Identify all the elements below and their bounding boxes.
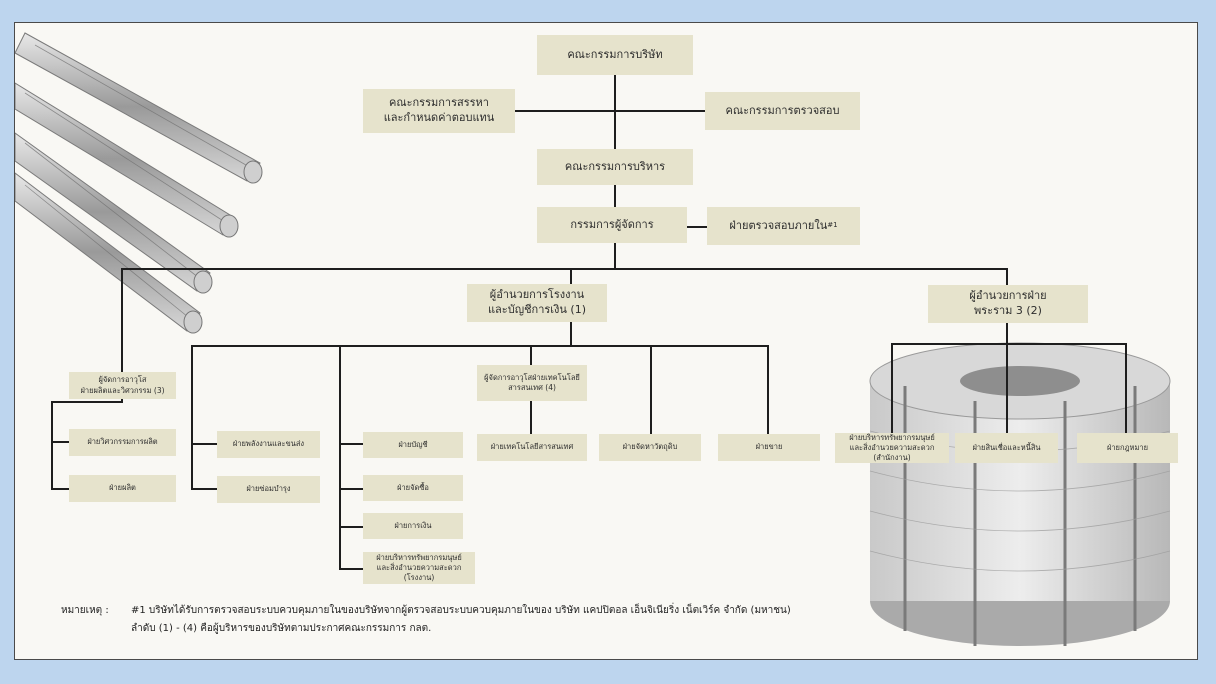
credit-box: ฝ่ายสินเชื่อและหนี้สิน [955, 433, 1058, 463]
audit-committee-box: คณะกรรมการตรวจสอบ [705, 92, 860, 130]
steel-coil-image [869, 342, 1171, 646]
connector-line [1006, 268, 1008, 285]
connector-line [891, 343, 893, 433]
connector-line [51, 441, 69, 443]
connector-line [515, 110, 705, 112]
connector-line [1006, 323, 1008, 345]
internal-audit-label: ฝ่ายตรวจสอบภายใน [729, 218, 828, 232]
hr-office-box: ฝ่ายบริหารทรัพยากรมนุษย์ และสิ่งอำนวยควา… [835, 433, 949, 463]
legal-box: ฝ่ายกฎหมาย [1077, 433, 1178, 463]
finance-box: ฝ่ายการเงิน [363, 513, 463, 539]
connector-line [530, 345, 532, 365]
maintenance-box: ฝ่ายซ่อมบำรุง [217, 476, 320, 503]
connector-line [339, 568, 363, 570]
connector-line [687, 226, 707, 228]
connector-line [614, 243, 616, 270]
connector-line [1006, 343, 1008, 433]
it-box: ฝ่ายเทคโนโลยีสารสนเทศ [477, 434, 587, 461]
connector-line [891, 343, 1126, 345]
sales-box: ฝ่ายขาย [718, 434, 820, 461]
production-box: ฝ่ายผลิต [69, 475, 176, 502]
connector-line [650, 345, 652, 434]
connector-line [51, 401, 53, 490]
note-line-2: ลำดับ (1) - (4) คือผู้บริหารของบริษัทตาม… [131, 623, 432, 634]
internal-audit-mark: #1 [827, 221, 838, 230]
board-box: คณะกรรมการบริษัท [537, 35, 693, 75]
connector-line [767, 345, 769, 434]
procurement-box: ฝ่ายจัดหาวัตถุดิบ [599, 434, 701, 461]
executive-committee-box: คณะกรรมการบริหาร [537, 149, 693, 185]
note-line-1: #1 บริษัทได้รับการตรวจสอบระบบควบคุมภายใน… [131, 605, 791, 616]
connector-line [191, 345, 769, 347]
energy-transport-box: ฝ่ายพลังงานและขนส่ง [217, 431, 320, 458]
rama3-director-box: ผู้อำนวยการฝ่าย พระราม 3 (2) [928, 285, 1088, 323]
connector-line [191, 443, 217, 445]
connector-line [51, 401, 123, 403]
connector-line [121, 268, 1007, 270]
plant-accounting-director-box: ผู้อำนวยการโรงงาน และบัญชีการเงิน (1) [467, 284, 607, 322]
connector-line [51, 488, 69, 490]
managing-director-box: กรรมการผู้จัดการ [537, 207, 687, 243]
internal-audit-box: ฝ่ายตรวจสอบภายใน#1 [707, 207, 860, 245]
org-chart-panel: คณะกรรมการบริษัท คณะกรรมการสรรหา และกำหน… [14, 22, 1198, 660]
nomination-committee-box: คณะกรรมการสรรหา และกำหนดค่าตอบแทน [363, 89, 515, 133]
senior-production-manager-box: ผู้จัดการอาวุโส ฝ่ายผลิตและวิศวกรรม (3) [69, 372, 176, 399]
connector-line [530, 401, 532, 434]
steel-strand-image [15, 32, 263, 334]
accounting-box: ฝ่ายบัญชี [363, 432, 463, 458]
connector-line [339, 488, 363, 490]
senior-it-manager-box: ผู้จัดการอาวุโสฝ่ายเทคโนโลยี สารสนเทศ (4… [477, 365, 587, 401]
connector-line [121, 268, 123, 372]
connector-line [191, 345, 193, 490]
connector-line [614, 75, 616, 149]
connector-line [339, 526, 363, 528]
hr-plant-box: ฝ่ายบริหารทรัพยากรมนุษย์ และสิ่งอำนวยควา… [363, 552, 475, 584]
purchasing-box: ฝ่ายจัดซื้อ [363, 475, 463, 501]
connector-line [1125, 343, 1127, 433]
connector-line [339, 345, 341, 570]
connector-line [570, 268, 572, 284]
connector-line [614, 185, 616, 207]
connector-line [570, 322, 572, 347]
notes-label: หมายเหตุ : [61, 605, 109, 616]
production-engineering-box: ฝ่ายวิศวกรรมการผลิต [69, 429, 176, 456]
connector-line [339, 443, 363, 445]
connector-line [191, 488, 217, 490]
